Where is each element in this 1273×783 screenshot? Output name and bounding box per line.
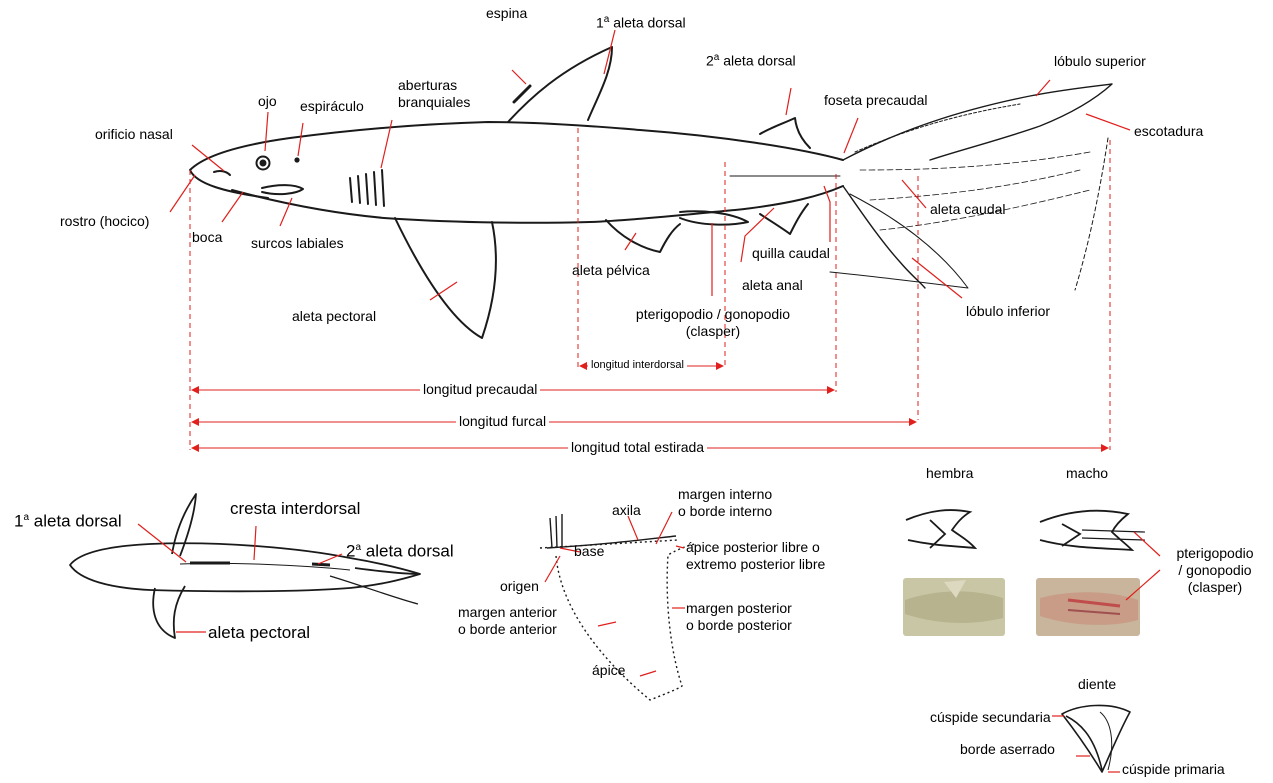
fin-anterior-margin-line1: margen anterior [458,604,557,621]
label-clasper-line1: pterigopodio / gonopodio [606,306,820,323]
label-spiracle: espiráculo [300,98,364,115]
label-labial-furrows: surcos labiales [251,235,344,252]
label-lower-lobe: lóbulo inferior [966,303,1050,320]
label-first-dorsal-fin-text: aleta dorsal [613,15,685,31]
dorsal-view-second-dorsal: 2a aleta dorsal [346,538,454,562]
tooth-serrated-edge: borde aserrado [960,741,1055,758]
sex-panel-sketches [906,510,1145,550]
tooth-drawing [1062,705,1130,772]
label-anal-fin: aleta anal [742,277,803,294]
label-first-dorsal-fin-num: 1 [596,15,604,31]
measure-total: longitud total estirada [568,439,707,455]
sex-clasper-line3: (clasper) [1158,579,1272,596]
fin-inner-margin-line1: margen interno [678,486,772,503]
fin-free-tip-line1: ápice posterior libre o [686,539,825,556]
sex-male: macho [1066,465,1108,482]
label-precaudal-pit: foseta precaudal [824,92,928,109]
dorsal-view-first-dorsal-sup: a [23,512,29,523]
fin-detail-leaders [545,512,685,676]
dorsal-view-first-dorsal-text: aleta dorsal [34,512,122,531]
measurement-lines [190,128,1110,450]
tooth-primary-cusp: cúspide primaria [1122,761,1225,778]
label-nostril: orificio nasal [95,126,173,143]
label-spine: espina [486,5,527,22]
label-second-dorsal-fin-num: 2 [706,53,714,69]
sex-female: hembra [926,465,973,482]
measure-fork: longitud furcal [456,413,549,429]
dorsal-view-pectoral: aleta pectoral [208,623,310,643]
label-first-dorsal-fin-sup: a [604,14,610,25]
fin-base: base [574,543,604,560]
fin-origin: origen [500,578,539,595]
shark-lateral-drawing [190,47,1112,338]
fin-inner-margin-line2: o borde interno [678,503,772,520]
fin-apex: ápice [592,662,625,679]
dorsal-view-leaders [138,524,342,632]
dorsal-view-second-dorsal-sup: a [355,542,361,553]
label-notch: escotadura [1134,123,1203,140]
fin-posterior-margin-line1: margen posterior [686,600,792,617]
tooth-secondary-cusp: cúspide secundaria [930,709,1051,726]
dorsal-view-second-dorsal-text: aleta dorsal [366,542,454,561]
label-caudal-fin: aleta caudal [930,201,1006,218]
tooth-title: diente [1078,676,1116,693]
label-gill-slits-line2: branquiales [398,94,470,111]
dorsal-view-first-dorsal: 1a aleta dorsal [14,508,122,532]
label-clasper-line2: (clasper) [606,323,820,340]
label-caudal-keel: quilla caudal [752,245,830,262]
sex-clasper-line1: pterigopodio [1158,545,1272,562]
fin-axil: axila [612,502,641,519]
label-eye: ojo [258,93,277,110]
label-upper-lobe: lóbulo superior [1054,53,1146,70]
label-mouth: boca [192,229,222,246]
fin-posterior-margin-line2: o borde posterior [686,617,792,634]
fin-free-tip-line2: extremo posterior libre [686,556,825,573]
label-second-dorsal-fin-text: aleta dorsal [723,53,795,69]
label-clasper: pterigopodio / gonopodio(clasper) [606,306,820,340]
label-pectoral-fin: aleta pectoral [292,308,376,325]
label-first-dorsal-fin: 1a aleta dorsal [596,11,686,32]
label-second-dorsal-fin: 2a aleta dorsal [706,49,796,70]
label-second-dorsal-fin-sup: a [714,52,720,63]
fin-anterior-margin-line2: o borde anterior [458,621,557,638]
sex-clasper-line2: / gonopodio [1158,562,1272,579]
measure-precaudal: longitud precaudal [420,381,540,397]
dorsal-view-ridge: cresta interdorsal [230,499,360,519]
label-snout: rostro (hocico) [60,213,149,230]
label-pelvic-fin: aleta pélvica [572,262,650,279]
label-gill-slits-line1: aberturas [398,77,470,94]
sex-clasper: pterigopodio/ gonopodio(clasper) [1158,545,1272,596]
measure-interdorsal: longitud interdorsal [588,359,687,371]
